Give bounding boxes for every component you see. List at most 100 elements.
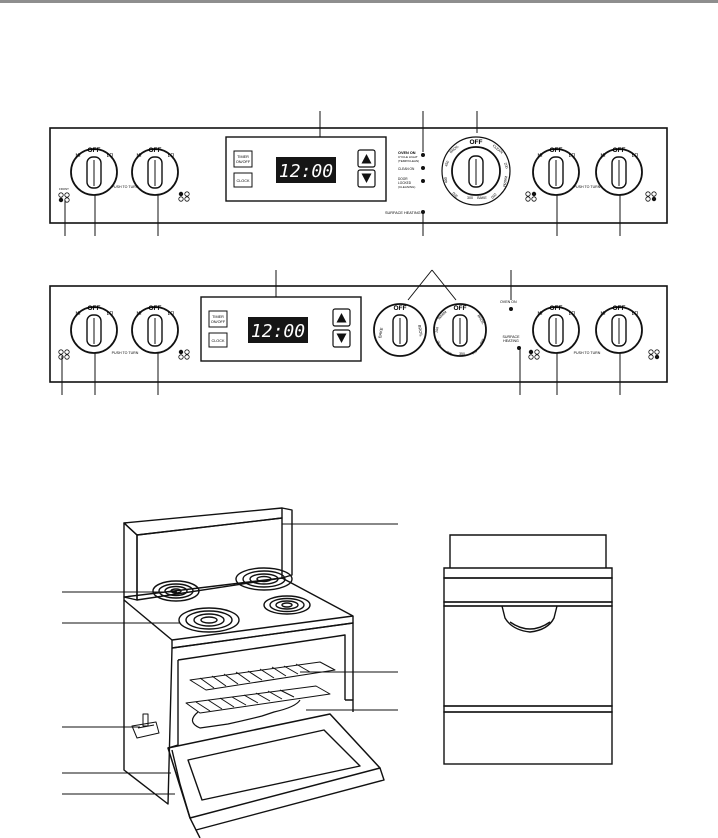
knob-off-label: OFF [88, 305, 101, 312]
dial-tick: WARM [502, 175, 508, 187]
front-cooktop-edge [443, 567, 613, 579]
dial-tick: 300 [446, 350, 453, 356]
knob-lo-label: LO [168, 311, 175, 317]
element-indicator-mid-right [525, 191, 537, 202]
bake-element [191, 699, 301, 729]
door-locked-label-2: LOCKED [398, 181, 412, 185]
dial-tick: 250 [436, 340, 442, 347]
dial-tick: 350 [452, 191, 459, 198]
knob-off-label: OFF [88, 147, 101, 154]
panel-b-frame [49, 285, 668, 383]
oven-on-light [509, 307, 513, 311]
surface-heating-label-1: SURFACE [503, 335, 521, 339]
range-callouts [62, 523, 398, 795]
knob-hi-label: HI [137, 153, 142, 159]
dial-tick: 200 [435, 327, 440, 333]
oven-temp-dial[interactable]: OFF BROIL 450 400 350 300 CLEAN 200 WARM… [441, 136, 511, 206]
up-arrow-button[interactable] [357, 149, 376, 168]
dial-tick: BROIL [477, 314, 486, 325]
surface-knob-right-front[interactable]: OFF HI LO [532, 147, 580, 196]
surface-knob-left-rear[interactable]: OFF HI LO [70, 147, 118, 196]
panel-a-frame [49, 127, 668, 224]
callout-line [431, 269, 457, 301]
down-arrow-button[interactable] [332, 329, 351, 348]
down-arrow-icon [361, 173, 372, 183]
oven-select-dial[interactable]: OFF BAKE BROIL [373, 303, 427, 357]
element-indicator-left [58, 349, 70, 360]
clock-display: 12:00 [276, 157, 336, 183]
knob-hi-label: HI [76, 153, 81, 159]
surface-knob-left-front[interactable]: OFF HI LO [131, 147, 179, 196]
knob-lo-label: LO [168, 153, 175, 159]
element-indicator-label: FRONT [59, 187, 69, 191]
range-side [123, 600, 173, 805]
front-oven-door [443, 605, 613, 707]
clean-on-label: CLEAN ON [398, 167, 415, 171]
knob-hi-label: HI [601, 311, 606, 317]
knob-hi-label: HI [538, 153, 543, 159]
clock-display-text: 12:00 [279, 161, 333, 182]
clock-button[interactable]: CLOCK [233, 172, 253, 188]
backguard-front [136, 517, 283, 601]
knob-off-label: OFF [613, 147, 626, 154]
oven-on-label-2: CYCLE LIGHT [398, 155, 418, 159]
dial-tick: BROIL [417, 324, 424, 337]
dial-tick: CLEAN [492, 144, 504, 155]
front-control-band [443, 577, 613, 603]
clean-on-light [421, 166, 425, 170]
knob-hi-label: HI [76, 311, 81, 317]
knob-off-label: OFF [613, 305, 626, 312]
dial-off-label: OFF [470, 139, 483, 146]
up-arrow-icon [361, 154, 372, 164]
dial-off-label: OFF [454, 305, 467, 312]
push-to-turn-label: PUSH TO TURN [574, 351, 601, 355]
element-indicator-right [645, 191, 657, 202]
oven-temp-dial[interactable]: OFF WARM 200 250 300 350 400 450 BROIL [433, 303, 487, 357]
clock-button[interactable]: CLOCK [208, 332, 228, 348]
timer-button-line2: ON/OFF [236, 160, 251, 164]
timer-button[interactable]: TIMER ON/OFF [208, 310, 228, 328]
control-panel-b: OFF HI LO OFF HI LO PUSH TO TURN [49, 269, 668, 395]
clock-button-label: CLOCK [236, 179, 250, 183]
surface-knob-right-rear[interactable]: OFF HI LO [595, 305, 643, 354]
callout-line [407, 269, 433, 301]
front-door-handle [501, 605, 558, 633]
oven-rack-lower [185, 685, 331, 714]
down-arrow-button[interactable] [357, 169, 376, 188]
push-to-turn-label: PUSH TO TURN [574, 185, 601, 189]
oven-door-window [187, 729, 361, 801]
up-arrow-icon [336, 313, 347, 323]
oven-on-light [421, 153, 425, 157]
dial-tick: 400 [444, 177, 449, 184]
surface-element-left-rear [152, 580, 200, 602]
dial-tick: 450 [479, 338, 485, 345]
push-to-turn-label: PUSH TO TURN [112, 351, 139, 355]
indicator-lights: OVEN ON CYCLE LIGHT (TEMP/CLEAN) CLEAN O… [385, 151, 425, 215]
dial-tick: BAKE [377, 327, 384, 339]
knob-lo-label: LO [569, 311, 576, 317]
surface-heating-light [421, 210, 425, 214]
surface-element-right-rear [235, 567, 293, 591]
surface-element-right-front [263, 595, 311, 615]
clock-display: 12:00 [248, 317, 308, 343]
knob-hi-label: HI [137, 311, 142, 317]
surface-knob-right-front[interactable]: OFF HI LO [532, 305, 580, 354]
element-indicator-mid-right [528, 349, 540, 360]
page-top-rule [0, 0, 718, 3]
knob-off-label: OFF [550, 147, 563, 154]
up-arrow-button[interactable] [332, 308, 351, 327]
timer-button-line1: TIMER [237, 155, 249, 159]
surface-heating-label-2: HEATING [503, 339, 519, 343]
knob-lo-label: LO [107, 311, 114, 317]
clock-button-label: CLOCK [211, 339, 225, 343]
oven-on-label: OVEN ON [500, 300, 517, 304]
surface-knob-right-rear[interactable]: OFF HI LO [595, 147, 643, 196]
surface-knob-left-front[interactable]: OFF HI LO [131, 305, 179, 354]
timer-button[interactable]: TIMER ON/OFF [233, 150, 253, 168]
element-indicator-mid-left [178, 191, 190, 202]
surface-knob-left-rear[interactable]: OFF HI LO [70, 305, 118, 354]
knob-off-label: OFF [149, 147, 162, 154]
backguard-side [123, 522, 138, 601]
dial-tick: 450 [444, 160, 450, 167]
